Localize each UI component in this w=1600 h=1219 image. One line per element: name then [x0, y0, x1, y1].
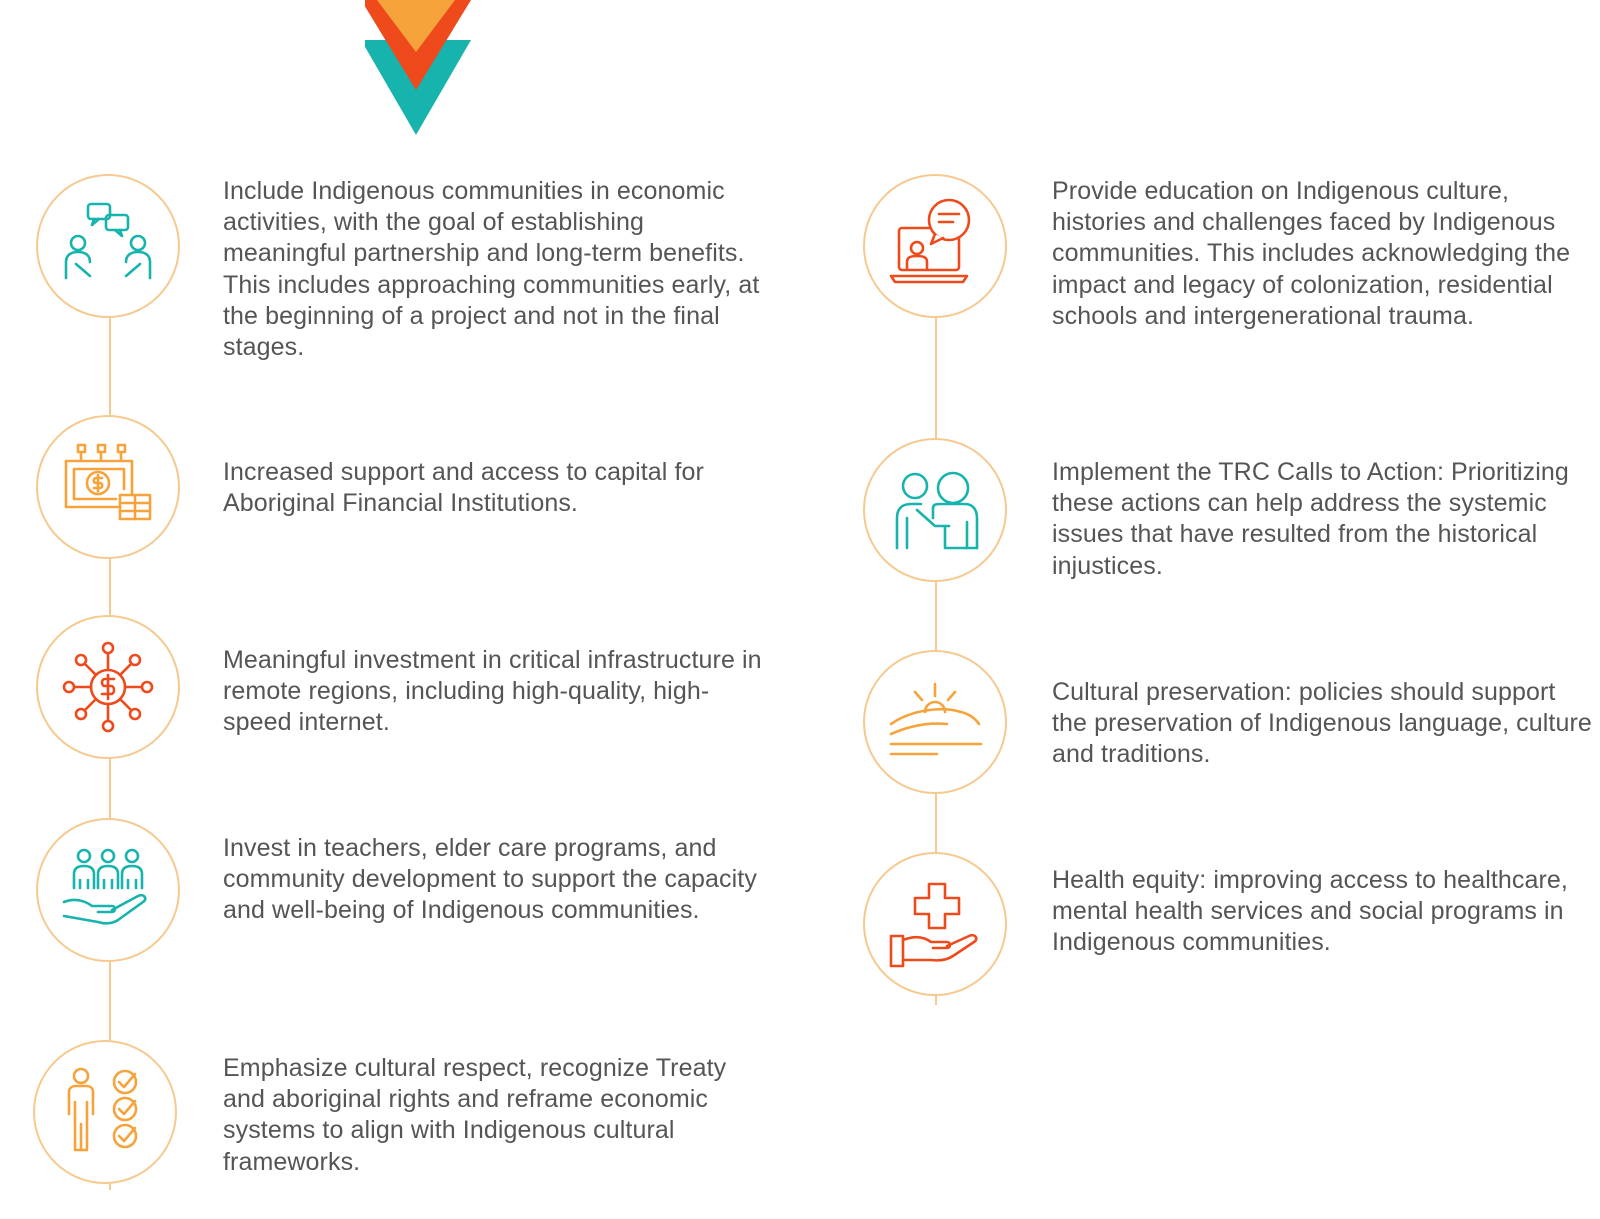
dollar-network-icon	[62, 641, 154, 733]
right-item-1-text: Provide education on Indigenous culture,…	[1052, 177, 1571, 330]
chevron-logo-icon	[365, 0, 471, 135]
icon-circle-right-2	[863, 438, 1007, 582]
icon-circle-right-4	[863, 852, 1007, 996]
icon-circle-left-2	[36, 415, 180, 559]
right-item-2-text: Implement the TRC Calls to Action: Prior…	[1052, 458, 1569, 580]
icon-circle-left-5	[33, 1040, 177, 1184]
support-people-icon	[895, 471, 979, 550]
left-item-3-text: Meaningful investment in critical infras…	[223, 646, 762, 737]
icon-circle-right-3	[863, 650, 1007, 794]
icon-circle-left-3	[36, 615, 180, 759]
icon-circle-left-4	[36, 818, 180, 962]
icon-circle-right-1	[863, 174, 1007, 318]
online-education-icon	[889, 198, 971, 284]
right-item-3-text: Cultural preservation: policies should s…	[1052, 678, 1592, 769]
left-item-4-text: Invest in teachers, elder care programs,…	[223, 834, 757, 925]
person-checklist-icon	[67, 1067, 138, 1152]
money-capital-icon	[64, 443, 152, 521]
sunrise-landscape-icon	[889, 682, 983, 756]
left-item-1-text: Include Indigenous communities in econom…	[223, 177, 760, 362]
left-item-5-text: Emphasize cultural respect, recognize Tr…	[223, 1054, 727, 1176]
left-item-2-text: Increased support and access to capital …	[223, 458, 704, 518]
health-hand-icon	[889, 882, 978, 968]
icon-circle-left-1	[36, 174, 180, 318]
community-hand-icon	[62, 848, 147, 925]
conversation-people-icon	[64, 202, 152, 280]
right-item-4-text: Health equity: improving access to healt…	[1052, 866, 1568, 957]
